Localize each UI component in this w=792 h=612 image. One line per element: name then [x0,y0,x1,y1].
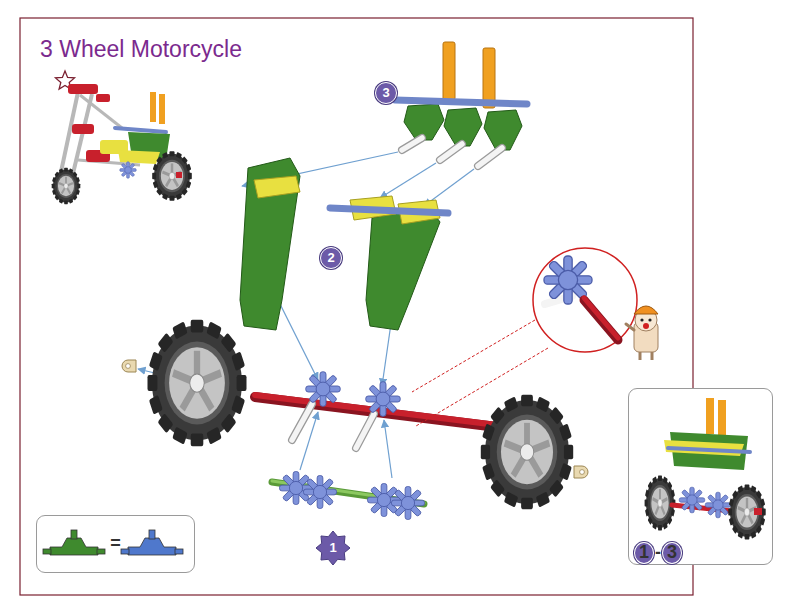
finished-model-thumbnail [52,168,81,204]
mascot-figure [640,318,643,321]
axle-assembly [122,320,588,509]
step-3-assembly [402,138,502,166]
axle-assembly [292,404,312,440]
step-1-parts [304,476,337,509]
step-3-assembly [395,42,527,166]
finished-model-thumbnail [118,150,160,164]
step-3-assembly [395,100,527,104]
step-number: 3 [662,542,682,564]
step-1-parts [272,472,425,520]
axle-assembly [356,414,374,448]
step-result-inset [718,400,726,436]
step-result-inset [628,388,773,565]
step-2-assembly [254,176,300,198]
step-result-inset [679,487,705,513]
step-3-assembly [484,110,522,150]
detail-callout [412,248,637,426]
panel-box: = [36,515,195,573]
finished-model-thumbnail [72,124,94,134]
step-3-assembly [478,148,502,166]
step-2-assembly [330,208,448,213]
axle-assembly [122,360,136,372]
step-3-assembly [402,138,422,150]
node-text: - [655,543,661,563]
detail-callout [416,348,548,426]
finished-model-thumbnail [96,94,110,102]
step-3-assembly [440,144,462,160]
connector-equivalence [36,515,195,573]
detail-callout [533,248,637,352]
mascot-figure [626,324,634,330]
step-1-parts [280,472,313,505]
axle-assembly [292,404,312,440]
finished-model-thumbnail [80,95,122,128]
step-2-assembly [240,158,440,330]
step-3-assembly [443,42,455,100]
step-result-inset [728,485,765,540]
axle-assembly [356,414,374,448]
node-text: = [110,534,121,554]
finished-model-thumbnail [152,151,192,201]
finished-model-thumbnail [115,128,166,132]
step-number: 2 [320,247,342,269]
step-2-assembly [254,176,440,224]
step-result-inset [706,398,714,434]
sheet-title: 3 Wheel Motorcycle [40,36,242,63]
finished-model-thumbnail [52,84,192,204]
detail-callout [584,298,618,338]
mascot-figure [643,323,649,329]
finished-model-thumbnail [120,162,137,179]
finished-model-thumbnail [68,84,98,94]
step-result-inset [705,492,731,518]
node-text: 3 [382,86,389,100]
node-text: 1 [329,541,336,555]
detail-callout [412,320,535,392]
step-3-assembly [402,138,502,166]
step-2-assembly [240,158,448,330]
mascot-figure [634,306,658,314]
finished-model-thumbnail [150,92,156,122]
step-2-assembly [240,158,300,330]
step-result-inset [668,448,750,452]
mascot-figure [648,318,651,321]
step-3-assembly [483,48,495,108]
step-3-assembly [440,144,462,160]
burst-shape [316,531,350,565]
step-result-inset [754,508,762,515]
step-number-burst: 1 [316,531,350,565]
axle-assembly [366,382,401,417]
axle-assembly [292,404,374,448]
assembly-arrow [380,163,436,198]
axle-assembly [481,395,573,509]
step-2-assembly [366,206,440,330]
step-result-inset [628,388,773,565]
assembly-arrow [384,420,392,478]
connector-equivalence [36,515,195,573]
step-3-assembly [478,148,502,166]
connector-equivalence [43,530,105,555]
step-number: 1 [634,542,654,564]
mascot-figure [651,352,654,360]
mascot-figure [639,352,642,360]
node-text: 1 [639,543,649,563]
axle-assembly [148,320,247,447]
node-text: 3 [667,543,677,563]
step-3-assembly [402,138,422,150]
finished-model-thumbnail [176,172,182,178]
finished-model-thumbnail [70,94,92,186]
axle-assembly [306,372,341,407]
page-frame [20,18,693,595]
connector-equivalence [121,530,183,555]
mascot-figure [626,306,658,360]
panel-box: -13 [628,388,773,565]
axle-assembly [292,404,374,448]
axle-assembly [574,466,588,478]
step-1-parts [392,487,425,520]
step-number: 3 [375,82,397,104]
node-text: 2 [327,251,334,265]
finished-model-thumbnail [159,94,165,124]
